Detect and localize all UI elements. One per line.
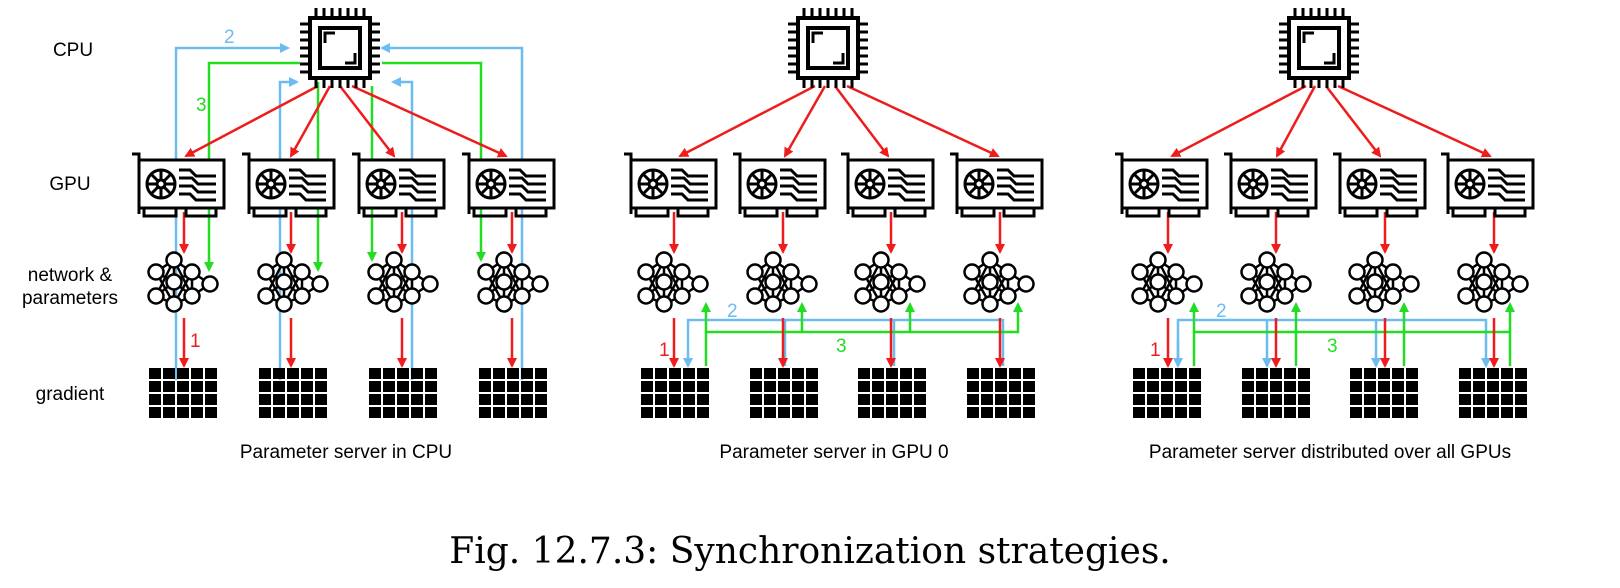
row-label-gradient: gradient	[36, 384, 105, 405]
neural-network-icon	[854, 251, 926, 313]
gradient-grid-icon	[369, 368, 437, 418]
neural-network-icon	[637, 251, 709, 313]
row-label-gpu: GPU	[49, 174, 90, 195]
gpu-card-icon	[240, 152, 336, 218]
gpu-card-icon	[1222, 152, 1318, 218]
gradient-grid-icon	[1133, 368, 1201, 418]
neural-network-icon	[746, 251, 818, 313]
step-label-3: 3	[1327, 336, 1338, 357]
gpu-card-icon	[948, 152, 1044, 218]
gradient-grid-icon	[1459, 368, 1527, 418]
cpu-icon	[786, 6, 870, 90]
gradient-grid-icon	[967, 368, 1035, 418]
row-label-network-line2: parameters	[22, 288, 118, 309]
neural-network-icon	[1131, 251, 1203, 313]
gradient-grid-icon	[479, 368, 547, 418]
panel-cpu-server: 1 2 3 Parameter server in CPU	[130, 6, 556, 463]
gradient-grid-icon	[641, 368, 709, 418]
gradient-grid-icon	[259, 368, 327, 418]
gradient-grid-icon	[858, 368, 926, 418]
step-label-2: 2	[727, 301, 738, 322]
step-label-3: 3	[836, 336, 847, 357]
gpu-card-icon	[350, 152, 446, 218]
panel-caption: Parameter server in GPU 0	[719, 442, 948, 463]
step-label-2: 2	[224, 27, 235, 48]
cpu-icon	[298, 6, 382, 90]
figure-caption: Fig. 12.7.3: Synchronization strategies.	[449, 531, 1171, 572]
gpu-card-icon	[731, 152, 827, 218]
panel-caption: Parameter server in CPU	[240, 442, 452, 463]
gpu-card-icon	[460, 152, 556, 218]
step-label-1: 1	[659, 340, 670, 361]
gpu-card-icon	[622, 152, 718, 218]
gpu-card-icon	[1113, 152, 1209, 218]
row-label-network-line1: network &	[28, 265, 113, 286]
neural-network-icon	[367, 251, 439, 313]
neural-network-icon	[147, 251, 219, 313]
gpu-card-icon	[130, 152, 226, 218]
gpu-card-icon	[839, 152, 935, 218]
neural-network-icon	[1348, 251, 1420, 313]
gradient-grid-icon	[750, 368, 818, 418]
step-label-1: 1	[1150, 340, 1161, 361]
panel-gpu0-server: 1 2 3 Parameter server in GPU 0	[622, 6, 1044, 463]
neural-network-icon	[477, 251, 549, 313]
cpu-icon	[1277, 6, 1361, 90]
step-label-1: 1	[190, 331, 201, 352]
panel-distributed-server: 1 2 3 Parameter server distributed over …	[1113, 6, 1535, 463]
gradient-grid-icon	[1350, 368, 1418, 418]
panel-caption: Parameter server distributed over all GP…	[1149, 442, 1511, 463]
neural-network-icon	[1240, 251, 1312, 313]
row-label-cpu: CPU	[53, 40, 93, 61]
gpu-card-icon	[1331, 152, 1427, 218]
step-label-3: 3	[196, 95, 207, 116]
gradient-grid-icon	[149, 368, 217, 418]
neural-network-icon	[963, 251, 1035, 313]
gradient-grid-icon	[1242, 368, 1310, 418]
step-label-2: 2	[1216, 301, 1227, 322]
gpu-card-icon	[1439, 152, 1535, 218]
neural-network-icon	[1457, 251, 1529, 313]
